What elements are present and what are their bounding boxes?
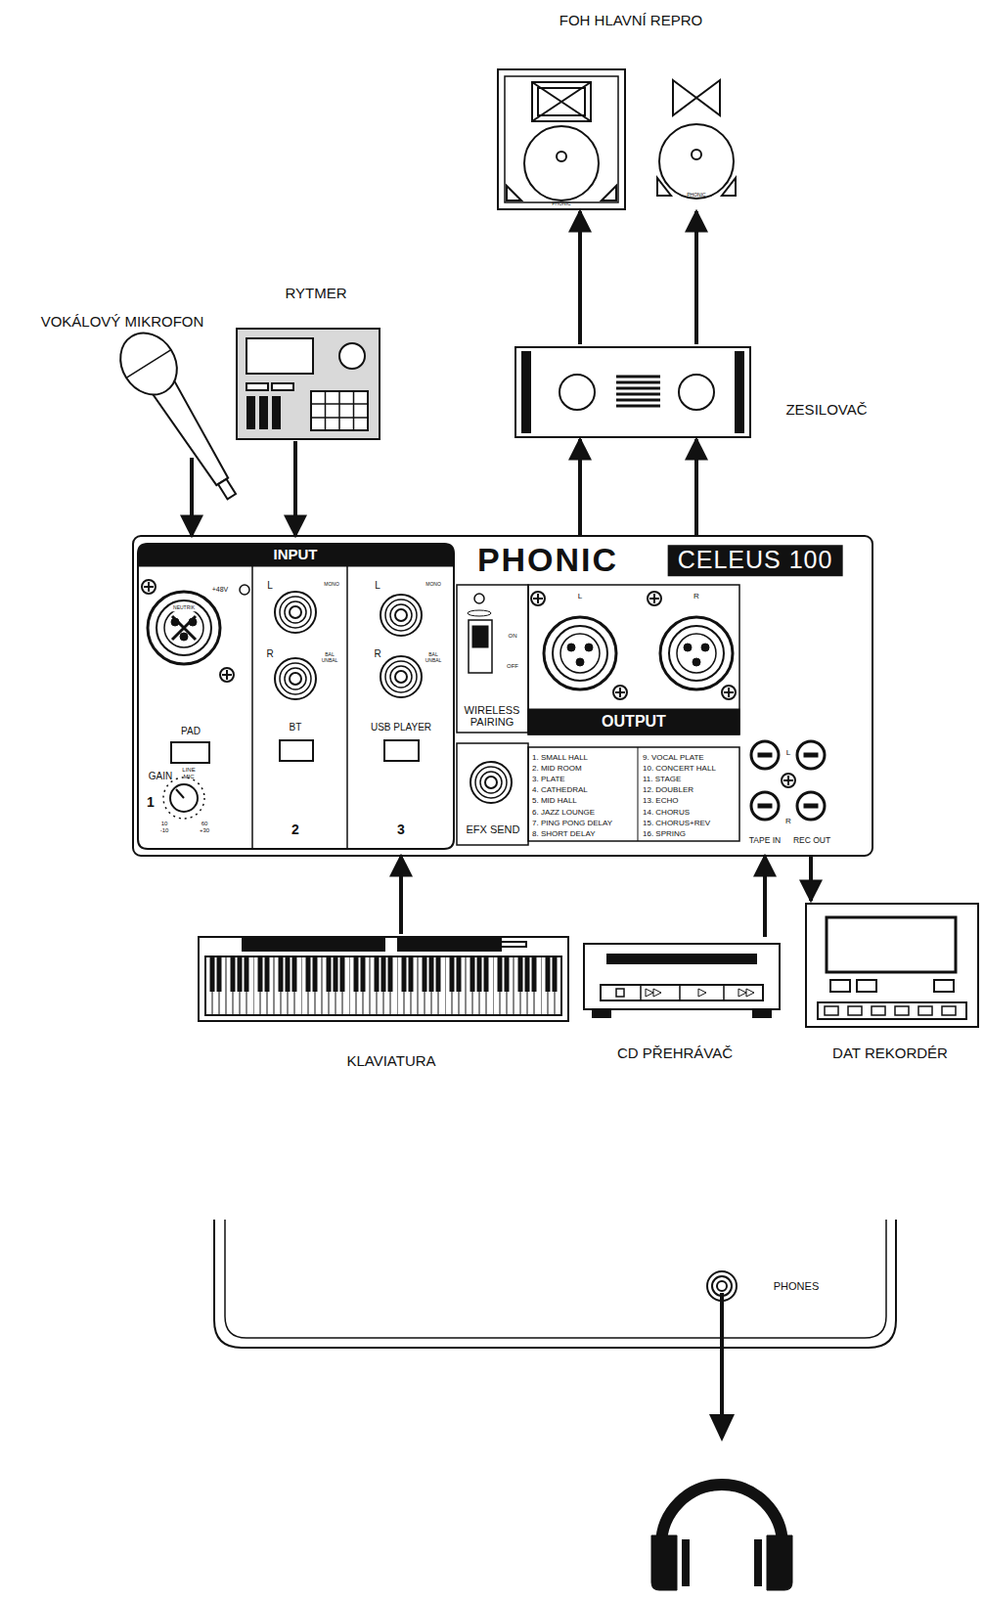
device-label: VOKÁLOVÝ MIKROFON (41, 313, 205, 331)
panel-label: USB PLAYER (370, 721, 432, 733)
effect-preset: 3. PLATE (532, 775, 566, 785)
vocal-microphone: VOKÁLOVÝ MIKROFON (39, 309, 250, 458)
panel-label: L (267, 580, 273, 591)
panel-label: R (693, 592, 700, 602)
panel-label: R (373, 648, 381, 660)
signal-cable (808, 855, 813, 901)
panel-label: MONO (425, 581, 442, 588)
power-amplifier: ZESILOVAČ (511, 344, 884, 440)
panel-label: BAL UNBAL (421, 652, 446, 664)
effect-preset: 13. ECHO (642, 797, 678, 806)
panel-label: 60 +30 (196, 820, 213, 834)
effect-preset: 9. VOCAL PLATE (642, 754, 705, 763)
device-label: CD PŘEHRÁVAČ (617, 1045, 733, 1063)
panel-label: OFF (506, 663, 519, 671)
panel-label: LINE MIC (180, 766, 197, 780)
device-label: PHONES (773, 1280, 819, 1293)
panel-label: R (266, 648, 273, 660)
cd-player: CD PŘEHRÁVAČ (581, 937, 783, 1070)
brand-logo: PHONIC (477, 541, 619, 579)
signal-cable (189, 457, 194, 537)
effect-preset: 10. CONCERT HALL (642, 764, 716, 774)
effect-preset: 4. CATHEDRAL (532, 786, 588, 796)
effect-preset: 12. DOUBLER (642, 786, 694, 796)
device-label: ZESILOVAČ (785, 402, 867, 419)
dat-recorder: DAT REKORDÉR (802, 900, 981, 1068)
device-label: RYTMER (284, 285, 347, 303)
panel-label: REC OUT (793, 836, 831, 846)
signal-cable (399, 855, 403, 935)
panel-label: R (785, 817, 792, 827)
model-badge: CELEUS 100 (668, 544, 844, 577)
effect-preset: 15. CHORUS+REV (642, 818, 711, 828)
channel-number: 3 (397, 822, 405, 838)
signal-cable (694, 439, 699, 537)
signal-cable (578, 211, 582, 345)
speaker-pair: FOH HLAVNÍ REPRO (493, 7, 788, 212)
panel-label: ON (508, 632, 518, 640)
panel-label: WIRELESS PAIRING (457, 704, 527, 728)
panel-label: BAL UNBAL (317, 652, 342, 664)
panel-label: L (578, 592, 582, 602)
signal-cable (293, 441, 298, 537)
drum-machine: RYTMER (232, 281, 384, 442)
device-label: KLAVIATURA (346, 1053, 436, 1071)
panel-label: +48V (212, 585, 229, 594)
panel-label: 10 -10 (156, 820, 173, 834)
effect-preset: 14. CHORUS (642, 807, 690, 817)
effect-preset: 1. SMALL HALL (532, 754, 588, 763)
device-label: FOH HLAVNÍ REPRO (559, 12, 703, 30)
panel-label: OUTPUT (601, 713, 667, 731)
front-panel: PHONES (214, 1219, 896, 1348)
channel-number: 1 (146, 795, 155, 810)
mixer-panel: PHONIC CELEUS 100 (133, 536, 873, 856)
panel-label: MONO (323, 581, 340, 588)
panel-label: NEUTRIK (172, 605, 196, 612)
speaker-brand: PHONIC (686, 192, 706, 199)
panel-label: BT (289, 721, 303, 733)
effect-preset: 8. SHORT DELAY (532, 829, 595, 839)
effect-preset: 2. MID ROOM (532, 764, 582, 774)
effect-preset: 11. STAGE (642, 775, 681, 785)
effect-preset: 5. MID HALL (532, 797, 578, 806)
panel-label: PAD (180, 725, 201, 737)
signal-cable (694, 211, 699, 345)
device-label: DAT REKORDÉR (832, 1045, 948, 1063)
signal-cable (762, 855, 767, 938)
panel-label: GAIN (148, 770, 173, 782)
keyboard: KLAVIATURA (195, 934, 572, 1076)
speaker-brand: PHONIC (551, 201, 571, 208)
channel-number: 2 (291, 822, 300, 838)
panel-label: L (374, 580, 381, 591)
panel-label: INPUT (273, 546, 318, 564)
effect-preset: 6. JAZZ LOUNGE (532, 807, 595, 817)
effect-preset: 7. PING PONG DELAY (532, 818, 613, 828)
signal-cable (578, 439, 582, 537)
panel-label: L (786, 749, 791, 759)
effect-preset: 16. SPRING (642, 829, 686, 839)
panel-label: TAPE IN (749, 836, 781, 846)
panel-label: EFX SEND (465, 823, 520, 836)
